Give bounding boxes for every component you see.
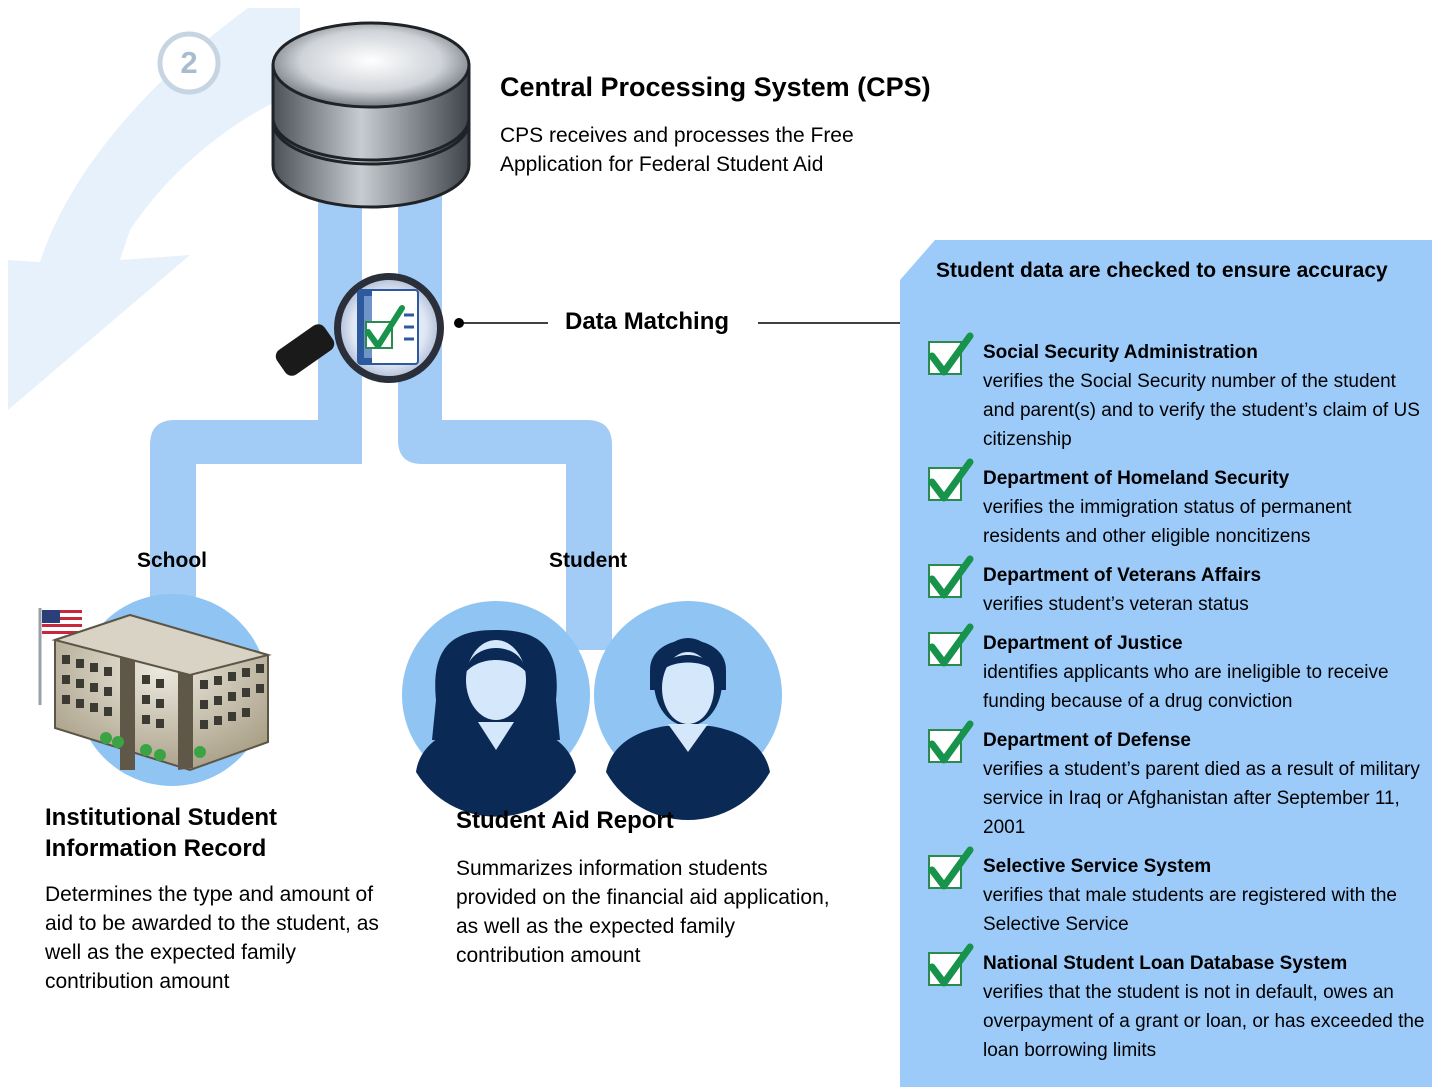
check-item-org: Selective Service System [983, 856, 1212, 877]
checks-panel-title: Student data are checked to ensure accur… [936, 259, 1388, 282]
checkmark-icon [928, 332, 974, 376]
check-item-org: Department of Homeland Security [983, 468, 1290, 489]
check-item-dod: Department of Defense verifies a student… [926, 720, 1426, 842]
background-arrow-shape [8, 8, 300, 410]
checkmark-icon [928, 623, 974, 667]
checkmark-icon [928, 720, 974, 764]
check-item-desc: verifies that male students are register… [983, 885, 1397, 935]
cps-description: CPS receives and processes the Free Appl… [500, 124, 854, 176]
checks-panel-background [900, 240, 1432, 1087]
check-item-desc: verifies that the student is not in defa… [983, 982, 1425, 1061]
checkmark-icon [928, 555, 974, 599]
check-item-doj: Department of Justice identifies applica… [926, 623, 1426, 716]
check-item-desc: verifies the Social Security number of t… [983, 371, 1420, 450]
database-icon [271, 21, 471, 209]
sar-description: Summarizes information students provided… [456, 857, 830, 967]
check-item-org: Department of Veterans Affairs [983, 565, 1262, 586]
check-item-dhs: Department of Homeland Security verifies… [926, 458, 1426, 551]
checkmark-icon [928, 458, 974, 502]
cps-title: Central Processing System (CPS) [500, 72, 931, 102]
check-item-org: Department of Defense [983, 730, 1191, 751]
isir-title: Institutional Student Information Record [45, 804, 277, 862]
check-item-org: Social Security Administration [983, 342, 1258, 363]
check-item-desc: identifies applicants who are ineligible… [983, 662, 1389, 712]
student-branch-label: Student [549, 549, 628, 572]
data-matching-label: Data Matching [565, 308, 730, 335]
school-building-icon [38, 608, 272, 772]
sar-title: Student Aid Report [456, 807, 674, 834]
step-number-circle [157, 31, 221, 95]
check-item-desc: verifies student’s veteran status [983, 594, 1249, 615]
female-student-icon [416, 630, 576, 817]
magnifying-glass-icon [275, 273, 444, 383]
check-item-desc: verifies a student’s parent died as a re… [983, 759, 1420, 838]
check-item-va: Department of Veterans Affairs verifies … [926, 555, 1426, 619]
check-item-desc: verifies the immigration status of perma… [983, 497, 1352, 547]
check-item-ssa: Social Security Administration verifies … [926, 332, 1426, 454]
check-item-org: Department of Justice [983, 633, 1183, 654]
male-student-icon [606, 638, 770, 821]
step-number: 2 [180, 45, 198, 80]
flow-pipes [150, 195, 612, 650]
isir-description: Determines the type and amount of aid to… [45, 883, 379, 993]
check-item-nslds: National Student Loan Database System ve… [926, 943, 1426, 1065]
checkmark-icon [928, 943, 974, 987]
checks-list: Social Security Administration verifies … [926, 332, 1426, 1075]
school-branch-label: School [137, 549, 208, 572]
check-item-sss: Selective Service System verifies that m… [926, 846, 1426, 939]
checkmark-icon [928, 846, 974, 890]
check-item-org: National Student Loan Database System [983, 953, 1348, 974]
